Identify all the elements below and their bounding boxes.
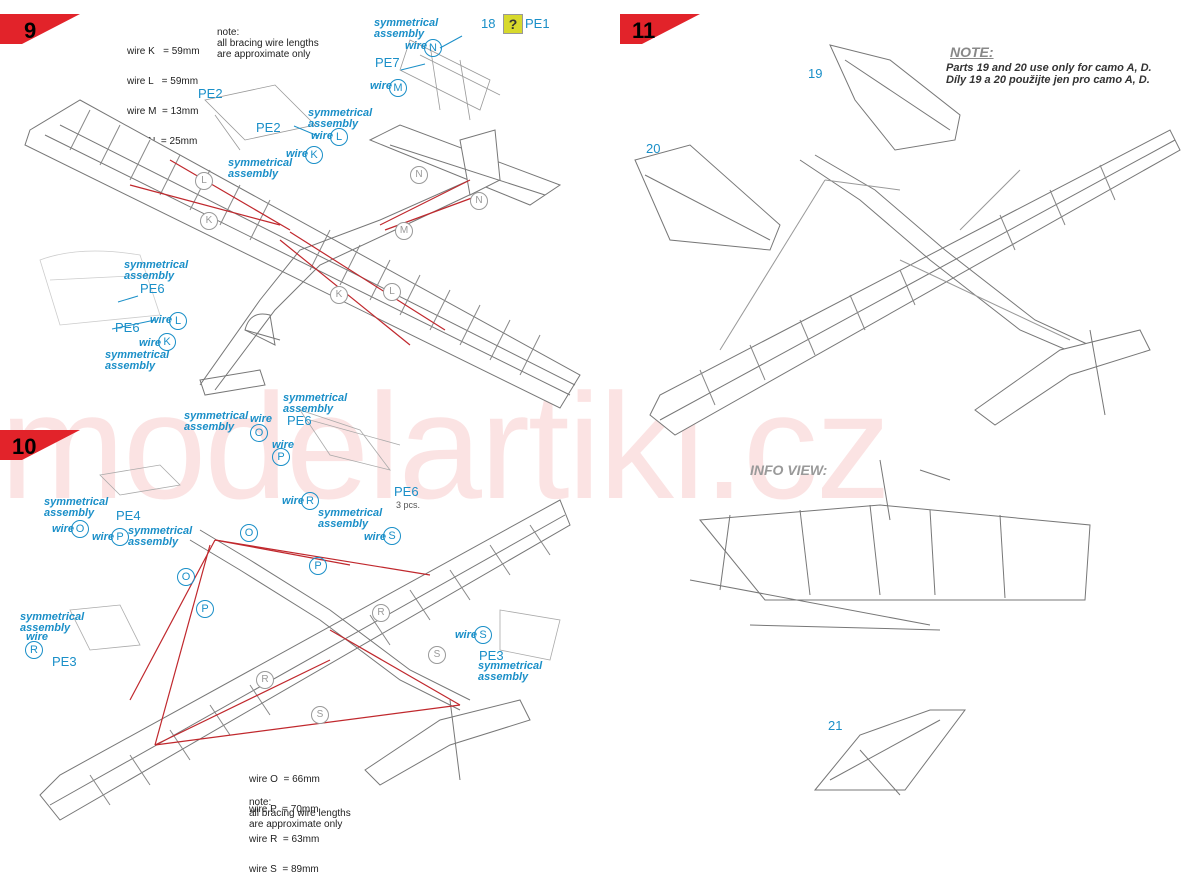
- part-pe6: PE6: [115, 320, 140, 335]
- wire-o-callout: O: [250, 424, 268, 442]
- wire-l-callout: L: [330, 128, 348, 146]
- part-pe6: PE6: [394, 484, 419, 499]
- wire-label: wire: [455, 629, 478, 641]
- wire-s-marker: S: [311, 706, 329, 724]
- wire-label: wire: [282, 495, 305, 507]
- wire-length: wire P = 70mm: [249, 804, 319, 815]
- wire-r-marker: R: [256, 671, 274, 689]
- wire-length: wire M = 13mm: [127, 106, 199, 117]
- wire-label: wire: [370, 80, 393, 92]
- wire-label: wire: [286, 148, 309, 160]
- wire-k-marker: K: [330, 286, 348, 304]
- step-number: 9: [24, 18, 37, 43]
- wire-p-marker: P: [309, 557, 327, 575]
- wire-label: wire: [150, 314, 173, 326]
- wire-label: wire: [26, 631, 49, 643]
- wire-length: wire R = 63mm: [249, 834, 320, 845]
- wire-r-callout: R: [25, 641, 43, 659]
- wire-m-callout: M: [389, 79, 407, 97]
- step10-note: note: all bracing wire lengths are appro…: [249, 797, 351, 830]
- part-pe7: PE7: [375, 55, 400, 70]
- step9-airframe-drawing: [24, 35, 581, 409]
- note-line: are approximate only: [249, 819, 343, 830]
- wire-p-marker: P: [196, 600, 214, 618]
- wire-label: wire: [272, 439, 295, 451]
- note-line: all bracing wire lengths: [217, 38, 319, 49]
- note-line: Díly 19 a 20 použijte jen pro camo A, D.: [946, 74, 1150, 86]
- wire-o-marker: O: [240, 524, 258, 542]
- wire-length: wire K = 59mm: [127, 46, 200, 57]
- part-pe3: PE3: [52, 654, 77, 669]
- wire-label: wire: [311, 130, 334, 142]
- part-pe4: PE4: [116, 508, 141, 523]
- step-number: 11: [632, 18, 656, 43]
- wire-o-marker: O: [177, 568, 195, 586]
- part-18: 18: [481, 16, 496, 31]
- wire-o-callout: O: [71, 520, 89, 538]
- part-pe6: PE6: [140, 281, 165, 296]
- wire-length: wire O = 66mm: [249, 774, 320, 785]
- instruction-sheet: modelartikl.cz 9 wire K = 59mm wire L = …: [0, 14, 1181, 875]
- wire-length: wire L = 59mm: [127, 76, 199, 87]
- info-view-heading: INFO VIEW:: [750, 462, 828, 478]
- part-20: 20: [646, 141, 661, 156]
- wire-length: wire S = 89mm: [249, 864, 319, 875]
- note-text: Parts 19 and 20 use only for camo A, D. …: [946, 62, 1152, 86]
- note-title: note:: [217, 27, 240, 38]
- note-line: are approximate only: [217, 49, 311, 60]
- part-19: 19: [808, 66, 823, 81]
- wire-p-callout: P: [272, 448, 290, 466]
- wire-s-marker: S: [428, 646, 446, 664]
- wire-n-marker: N: [470, 192, 488, 210]
- quantity-label: 3 pcs.: [396, 500, 421, 510]
- step9-note: note: all bracing wire lengths are appro…: [217, 27, 319, 60]
- wire-k-marker: L: [195, 172, 213, 190]
- question-icon: ?: [503, 14, 523, 34]
- wire-k-callout: K: [158, 333, 176, 351]
- wire-k-callout: K: [305, 146, 323, 164]
- note-line: Parts 19 and 20 use only for camo A, D.: [946, 62, 1152, 74]
- wire-l-marker: L: [383, 283, 401, 301]
- wire-label: wire: [92, 531, 115, 543]
- wire-m-marker: M: [395, 222, 413, 240]
- step11-airframe-drawing: [634, 44, 1181, 796]
- wire-s-callout: S: [474, 626, 492, 644]
- part-pe6: PE6: [287, 413, 312, 428]
- part-pe2: PE2: [198, 86, 223, 101]
- part-pe1: PE1: [525, 16, 550, 31]
- note-line: all bracing wire lengths: [249, 808, 351, 819]
- wire-r-marker: R: [372, 604, 390, 622]
- wire-n-callout: N: [424, 39, 442, 57]
- step10-airframe-drawing: [39, 409, 571, 821]
- wire-n-marker: N: [410, 166, 428, 184]
- step-number: 10: [12, 434, 37, 459]
- wire-label: wire: [52, 523, 75, 535]
- wire-k-marker: K: [200, 212, 218, 230]
- wire-l-callout: L: [169, 312, 187, 330]
- note-title: note:: [249, 797, 272, 808]
- part-pe3: PE3: [479, 648, 504, 663]
- wire-label: wire: [364, 531, 387, 543]
- wire-label: wire: [139, 337, 162, 349]
- note-heading: NOTE:: [950, 44, 994, 60]
- part-21: 21: [828, 718, 843, 733]
- wire-r-callout: R: [301, 492, 319, 510]
- wire-p-callout: P: [111, 528, 129, 546]
- wire-label: wire: [250, 413, 273, 425]
- wire-s-callout: S: [383, 527, 401, 545]
- wire-label: wire: [405, 40, 428, 52]
- part-pe2: PE2: [256, 120, 281, 135]
